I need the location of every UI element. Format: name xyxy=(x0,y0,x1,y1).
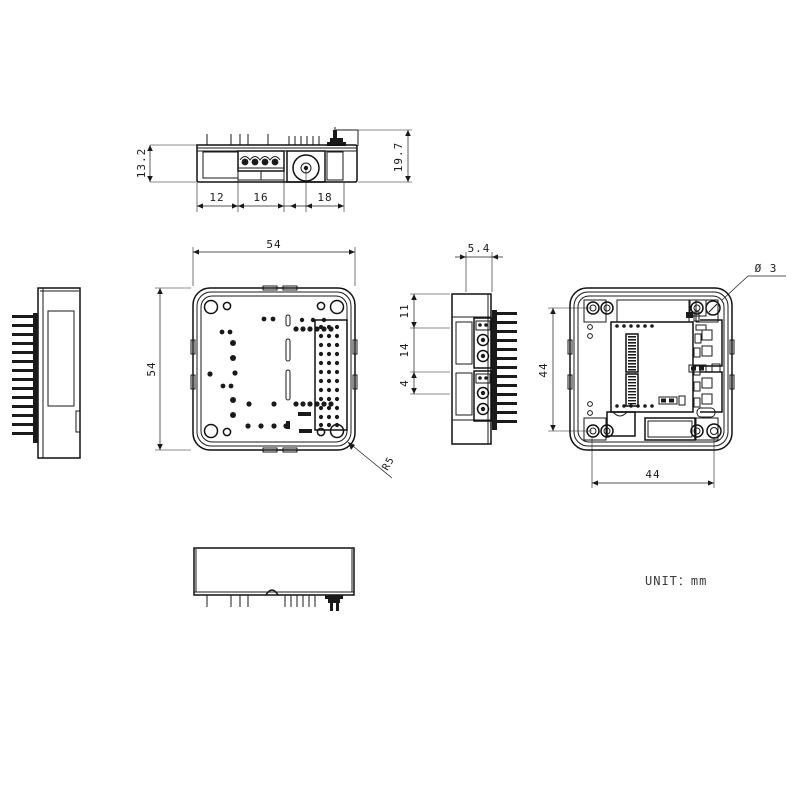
right-pin-array xyxy=(492,310,517,430)
dim-label-54-height: 54 xyxy=(145,361,158,376)
dim-label-44-horizontal: 44 xyxy=(645,468,660,481)
front-elevation-view: 13.2 19.7 12 16 xyxy=(135,127,412,212)
dim-54-height: 54 xyxy=(145,287,191,451)
top-corner-mount-holes xyxy=(203,299,345,439)
lower-connector xyxy=(325,595,343,611)
dim-label-18: 18 xyxy=(317,191,332,204)
lower-elevation-view xyxy=(193,547,355,611)
left-pin-array xyxy=(12,313,38,443)
dim-label-12: 12 xyxy=(209,191,224,204)
front-top-pins xyxy=(206,134,320,145)
dim-label-4: 4 xyxy=(398,379,411,387)
right-side-elevation-view: 5.4 11 14 4 xyxy=(398,242,517,445)
front-antenna-connector xyxy=(327,127,359,146)
top-center-slots xyxy=(285,314,291,401)
dim-label-44-vertical: 44 xyxy=(537,362,550,377)
dim-dia3-leader: Ø 3 xyxy=(721,262,786,301)
right-connector-upper xyxy=(473,317,493,369)
dim-19-7: 19.7 xyxy=(358,129,412,183)
dim-44-vertical: 44 xyxy=(537,307,592,432)
dim-label-14: 14 xyxy=(398,342,411,357)
top-pcb-view: 54 54 R5 xyxy=(145,238,398,479)
top-right-header xyxy=(314,319,348,431)
bottom-edge-notches xyxy=(567,339,735,390)
dim-54-width: 54 xyxy=(192,238,356,286)
right-connector-lower xyxy=(473,370,493,422)
dim-13-2: 13.2 xyxy=(135,144,200,183)
dim-label-11: 11 xyxy=(398,303,411,318)
top-edge-notches xyxy=(190,285,358,453)
left-side-elevation-view xyxy=(12,287,81,459)
dim-label-13-2: 13.2 xyxy=(135,148,148,179)
dim-label-19-7: 19.7 xyxy=(392,142,405,173)
top-pcb-vias xyxy=(207,316,334,433)
bottom-right-pads xyxy=(658,311,723,413)
front-terminal-block xyxy=(237,150,285,181)
bottom-case-view: Ø 3 44 44 xyxy=(537,262,786,488)
dim-r5-leader: R5 xyxy=(347,441,398,479)
dim-label-r5: R5 xyxy=(381,455,398,473)
unit-note: UNIT：mm xyxy=(645,574,707,588)
dim-chain-right: 11 14 4 xyxy=(398,293,450,395)
bottom-internal-components xyxy=(587,299,723,441)
lower-pins xyxy=(206,595,316,607)
dim-5-4: 5.4 xyxy=(455,242,503,292)
dim-label-5-4: 5.4 xyxy=(468,242,491,255)
dim-label-54-width: 54 xyxy=(266,238,281,251)
dim-label-dia3: Ø 3 xyxy=(755,262,778,275)
dim-chain-bottom: 12 16 18 xyxy=(196,170,345,212)
dim-label-16: 16 xyxy=(253,191,268,204)
dim-44-horizontal: 44 xyxy=(591,437,715,488)
